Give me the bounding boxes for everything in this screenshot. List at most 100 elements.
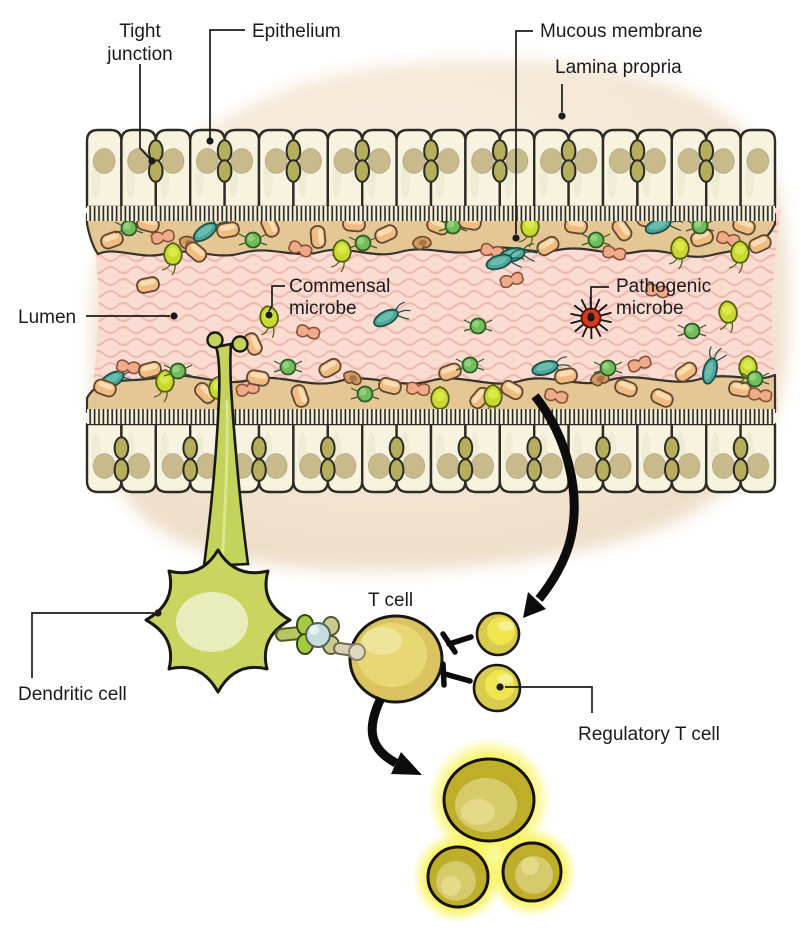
dendrite-highlight [220, 399, 229, 561]
tight-junction [388, 436, 405, 460]
arrow-curve [367, 696, 399, 767]
activated-t-cell-left-highlight [441, 876, 461, 896]
anchor-pathogenic [587, 312, 595, 320]
anchor-regulatory [496, 683, 504, 691]
epithelium-top-row [85, 128, 777, 221]
antigen-sphere-highlight [309, 625, 319, 635]
microbe-pill [93, 378, 117, 398]
tight-junction [698, 139, 715, 163]
activated-t-cell-right-highlight [521, 857, 539, 875]
cell-nucleus [539, 453, 563, 479]
tight-junction [251, 436, 267, 460]
microbe-pill [748, 234, 772, 254]
cell-nucleus [402, 148, 426, 174]
microbe-peanut [150, 229, 176, 245]
microbe-pill [728, 380, 752, 398]
activated-t-cell-large-highlight [461, 799, 495, 825]
microbe-peanut [627, 355, 652, 373]
microbe-kidney [411, 235, 432, 251]
cell-nucleus [505, 148, 529, 174]
label-pathogenic-line2: microbe [616, 298, 684, 319]
microbe-pill [674, 361, 698, 383]
arrow-head [391, 752, 422, 775]
cell-nucleus [127, 148, 151, 174]
arrow-tcell-activation [367, 696, 422, 775]
cell-nucleus [746, 453, 770, 479]
tight-junction [629, 159, 646, 183]
microbe-teardrop [728, 240, 750, 274]
cell-nucleus [195, 148, 219, 174]
label-pathogenic-line1: Pathogenic [616, 276, 711, 297]
tight-junction [664, 458, 680, 482]
microbe-rod [485, 249, 525, 271]
synapse-nub [348, 643, 366, 661]
cell-nucleus [299, 148, 323, 174]
leader-pathogenic [590, 286, 609, 310]
cell-nucleus [677, 453, 701, 479]
label-tight-junction-line2: junction [106, 44, 173, 65]
tight-junction [251, 458, 267, 482]
anchor-lumen [170, 312, 178, 320]
t-cell [348, 614, 444, 704]
microbe-pill [290, 384, 310, 408]
microbe-kidney [343, 370, 362, 386]
pathogen-spike [574, 323, 585, 333]
pathogen-spike [599, 311, 612, 317]
microbe-pill [650, 388, 674, 408]
cell-nucleus [677, 148, 701, 174]
cell-nucleus [539, 148, 563, 174]
label-commensal-line1: Commensal [289, 276, 390, 297]
anchor-epithelium [206, 137, 214, 145]
microbe-pill [732, 216, 756, 236]
tight-junction [182, 436, 198, 460]
tight-junction [492, 139, 508, 163]
microbe-teardrop [481, 384, 503, 418]
microbe-pill [378, 376, 402, 396]
cell-nucleus [608, 453, 632, 479]
pathogen-spike [570, 312, 583, 318]
cell-nucleus [367, 453, 391, 479]
cell-nucleus [264, 453, 288, 479]
tight-junction [629, 139, 646, 163]
microbe-coccus [685, 217, 715, 235]
tight-junction [354, 159, 371, 183]
annotations: Tight junction Epithelium Mucous membran… [18, 21, 720, 745]
label-t-cell: T cell [368, 590, 413, 611]
pathogen-spike [594, 325, 602, 338]
microbe-pill [138, 360, 162, 380]
cell-nucleus [643, 453, 667, 479]
tight-junction [113, 436, 130, 460]
brush-border-villi [87, 409, 775, 424]
microbe-teardrop [161, 242, 183, 276]
label-lamina-propria: Lamina propria [555, 57, 682, 78]
tight-junction [732, 458, 749, 482]
cell-nucleus [574, 148, 598, 174]
microbe-pill [136, 276, 160, 294]
microbe-pill [611, 218, 633, 242]
inhibition-symbols [440, 631, 474, 688]
tight-junction [182, 458, 198, 482]
tight-junction [595, 436, 611, 460]
dendritic-cell-process [202, 331, 250, 568]
dendritic-cell [144, 548, 292, 694]
microbe-peanut [499, 271, 524, 289]
tight-junction [560, 159, 577, 183]
cell-nucleus [471, 453, 495, 479]
microbe-rod [701, 346, 728, 385]
anchor-commensal [265, 311, 273, 319]
regulatory-t-cell-upper-inner [487, 617, 515, 645]
microbe-pill [426, 216, 450, 236]
microbe-peanut [405, 381, 431, 397]
leader-epithelium [209, 29, 245, 138]
tight-junction [354, 139, 371, 163]
pathogen-spike [580, 298, 588, 311]
microbe-coccus [238, 231, 268, 249]
label-mucous-membrane: Mucous membrane [540, 21, 703, 42]
anchor-tight-junction [148, 157, 156, 165]
tight-junction [457, 436, 474, 460]
pathogen-spike [597, 322, 609, 332]
tight-junction [457, 458, 474, 482]
microbe-pill [536, 235, 560, 257]
cell-nucleus [92, 148, 116, 174]
